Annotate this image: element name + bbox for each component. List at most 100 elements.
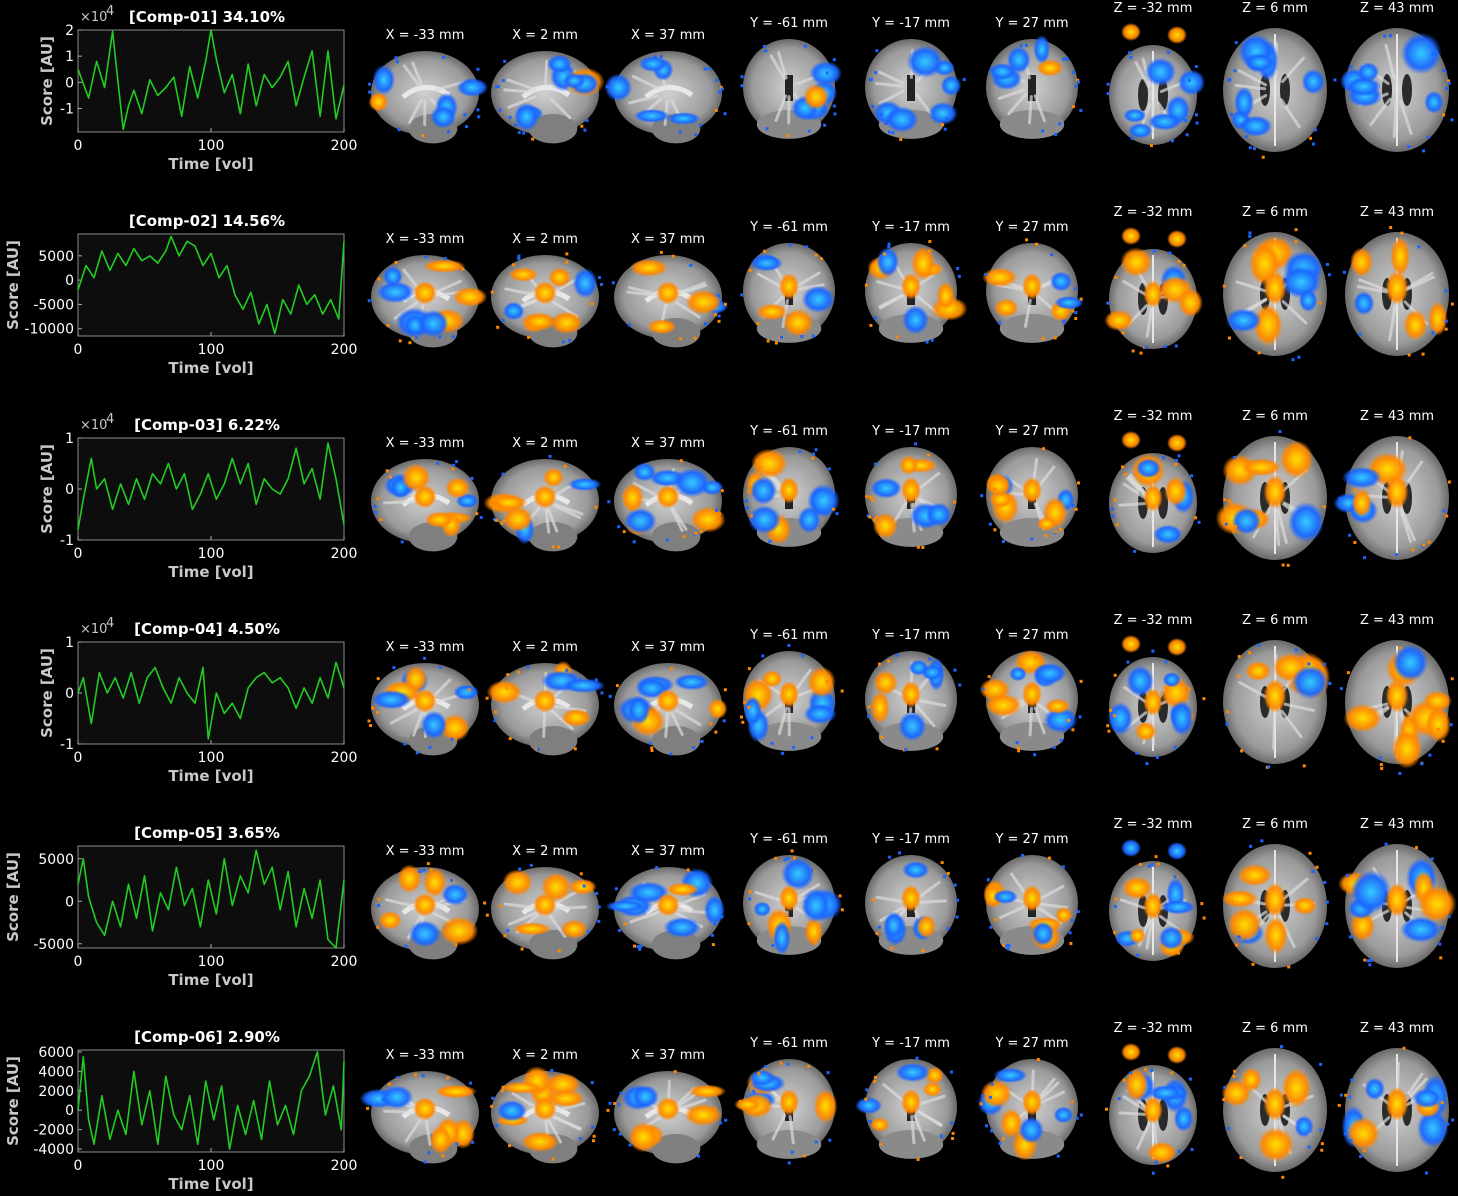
activation-speckle: [423, 1160, 427, 1164]
activation-speckle: [1016, 746, 1020, 750]
activation-speckle: [1239, 123, 1243, 127]
activation-speckle: [792, 745, 796, 749]
activation-speckle: [638, 947, 642, 951]
activation-speckle: [368, 82, 372, 86]
white-matter: [627, 285, 660, 296]
activation-speckle: [443, 257, 447, 261]
positive-activation-blob: [778, 476, 800, 504]
activation-speckle: [597, 276, 601, 280]
sag-brain-slice: [606, 1070, 728, 1164]
activation-speckle: [1394, 553, 1398, 557]
slice-label: X = 37 mm: [631, 844, 705, 859]
activation-speckle: [418, 869, 422, 873]
white-matter: [504, 287, 537, 297]
activation-speckle: [811, 334, 815, 338]
negative-activation-blob: [430, 105, 457, 129]
activation-speckle: [1249, 844, 1253, 848]
positive-activation-blob: [782, 308, 814, 337]
activation-speckle: [927, 453, 931, 457]
timeseries-line: [77, 1051, 345, 1150]
negative-activation-blob: [807, 483, 840, 518]
activation-speckle: [518, 867, 522, 871]
ax-brain-slice: [1337, 1046, 1455, 1175]
sag-brain-slice: [359, 1071, 479, 1164]
activation-speckle: [1444, 289, 1448, 293]
activation-speckle: [485, 696, 489, 700]
activation-speckle: [713, 313, 717, 317]
activation-speckle: [1243, 244, 1247, 248]
activation-speckle: [679, 459, 683, 463]
cerebellum: [528, 522, 578, 552]
activation-speckle: [1115, 523, 1119, 527]
activation-speckle: [1320, 1142, 1324, 1146]
orbit-blob: [1167, 638, 1187, 656]
activation-speckle: [1359, 1155, 1363, 1159]
cor-brain-slice: [865, 442, 957, 549]
positive-activation-blob: [445, 477, 470, 499]
slice-label: Y = -17 mm: [871, 220, 950, 235]
white-matter: [918, 699, 947, 708]
activation-speckle: [1131, 349, 1135, 353]
activation-speckle: [1106, 82, 1110, 86]
activation-speckle: [562, 340, 566, 344]
slice-label: X = 2 mm: [512, 436, 578, 451]
cor-brain-slice: [864, 240, 968, 344]
activation-speckle: [501, 1085, 505, 1089]
activation-speckle: [1106, 92, 1110, 96]
negative-activation-blob: [1153, 524, 1183, 544]
positive-activation-blob: [1417, 885, 1457, 923]
activation-speckle: [807, 129, 811, 133]
activation-speckle: [1358, 333, 1362, 337]
activation-speckle: [1079, 1113, 1083, 1117]
activation-speckle: [1368, 963, 1372, 967]
activation-speckle: [422, 868, 426, 872]
activation-speckle: [1230, 503, 1234, 507]
white-matter: [676, 281, 706, 295]
positive-activation-blob: [397, 864, 422, 894]
activation-speckle: [990, 1129, 994, 1133]
activation-speckle: [935, 747, 939, 751]
white-matter: [1033, 94, 1046, 123]
activation-speckle: [580, 124, 584, 128]
slice-label: Y = -61 mm: [749, 1036, 828, 1051]
activation-speckle: [988, 522, 992, 526]
activation-speckle: [1195, 121, 1199, 125]
activation-speckle: [1105, 1107, 1109, 1111]
white-matter: [1403, 1077, 1428, 1104]
activation-speckle: [686, 868, 690, 872]
activation-speckle: [1447, 81, 1451, 85]
activation-speckle: [557, 949, 561, 953]
activation-speckle: [762, 45, 766, 49]
activation-speckle: [748, 268, 752, 272]
cerebellum: [878, 1130, 944, 1159]
activation-speckle: [993, 487, 997, 491]
activation-speckle: [446, 1076, 450, 1080]
ax-brain-slice: [1105, 1065, 1197, 1175]
slice-label: X = 37 mm: [631, 436, 705, 451]
activation-speckle: [1339, 1093, 1343, 1097]
negative-activation-blob: [638, 55, 668, 72]
positive-activation-blob: [1385, 882, 1409, 918]
white-matter: [543, 60, 549, 87]
activation-speckle: [1058, 122, 1062, 126]
white-matter: [1235, 280, 1267, 293]
white-matter: [1392, 100, 1398, 138]
positive-activation-blob: [533, 689, 557, 713]
activation-speckle: [1248, 234, 1252, 238]
positive-activation-blob: [936, 281, 955, 311]
activation-speckle: [500, 521, 504, 525]
activation-speckle: [943, 127, 947, 131]
activation-speckle: [1294, 648, 1298, 652]
activation-speckle: [985, 1094, 989, 1098]
sag-brain-slice: [490, 1066, 599, 1164]
slice-label: X = 2 mm: [512, 232, 578, 247]
white-matter: [1238, 680, 1268, 699]
activation-speckle: [899, 137, 903, 141]
activation-speckle: [1226, 524, 1230, 528]
white-matter: [1369, 97, 1392, 126]
activation-speckle: [877, 677, 881, 681]
white-matter: [390, 708, 418, 725]
activation-speckle: [583, 128, 587, 132]
slice-label: X = -33 mm: [386, 436, 465, 451]
activation-speckle: [1025, 238, 1029, 242]
